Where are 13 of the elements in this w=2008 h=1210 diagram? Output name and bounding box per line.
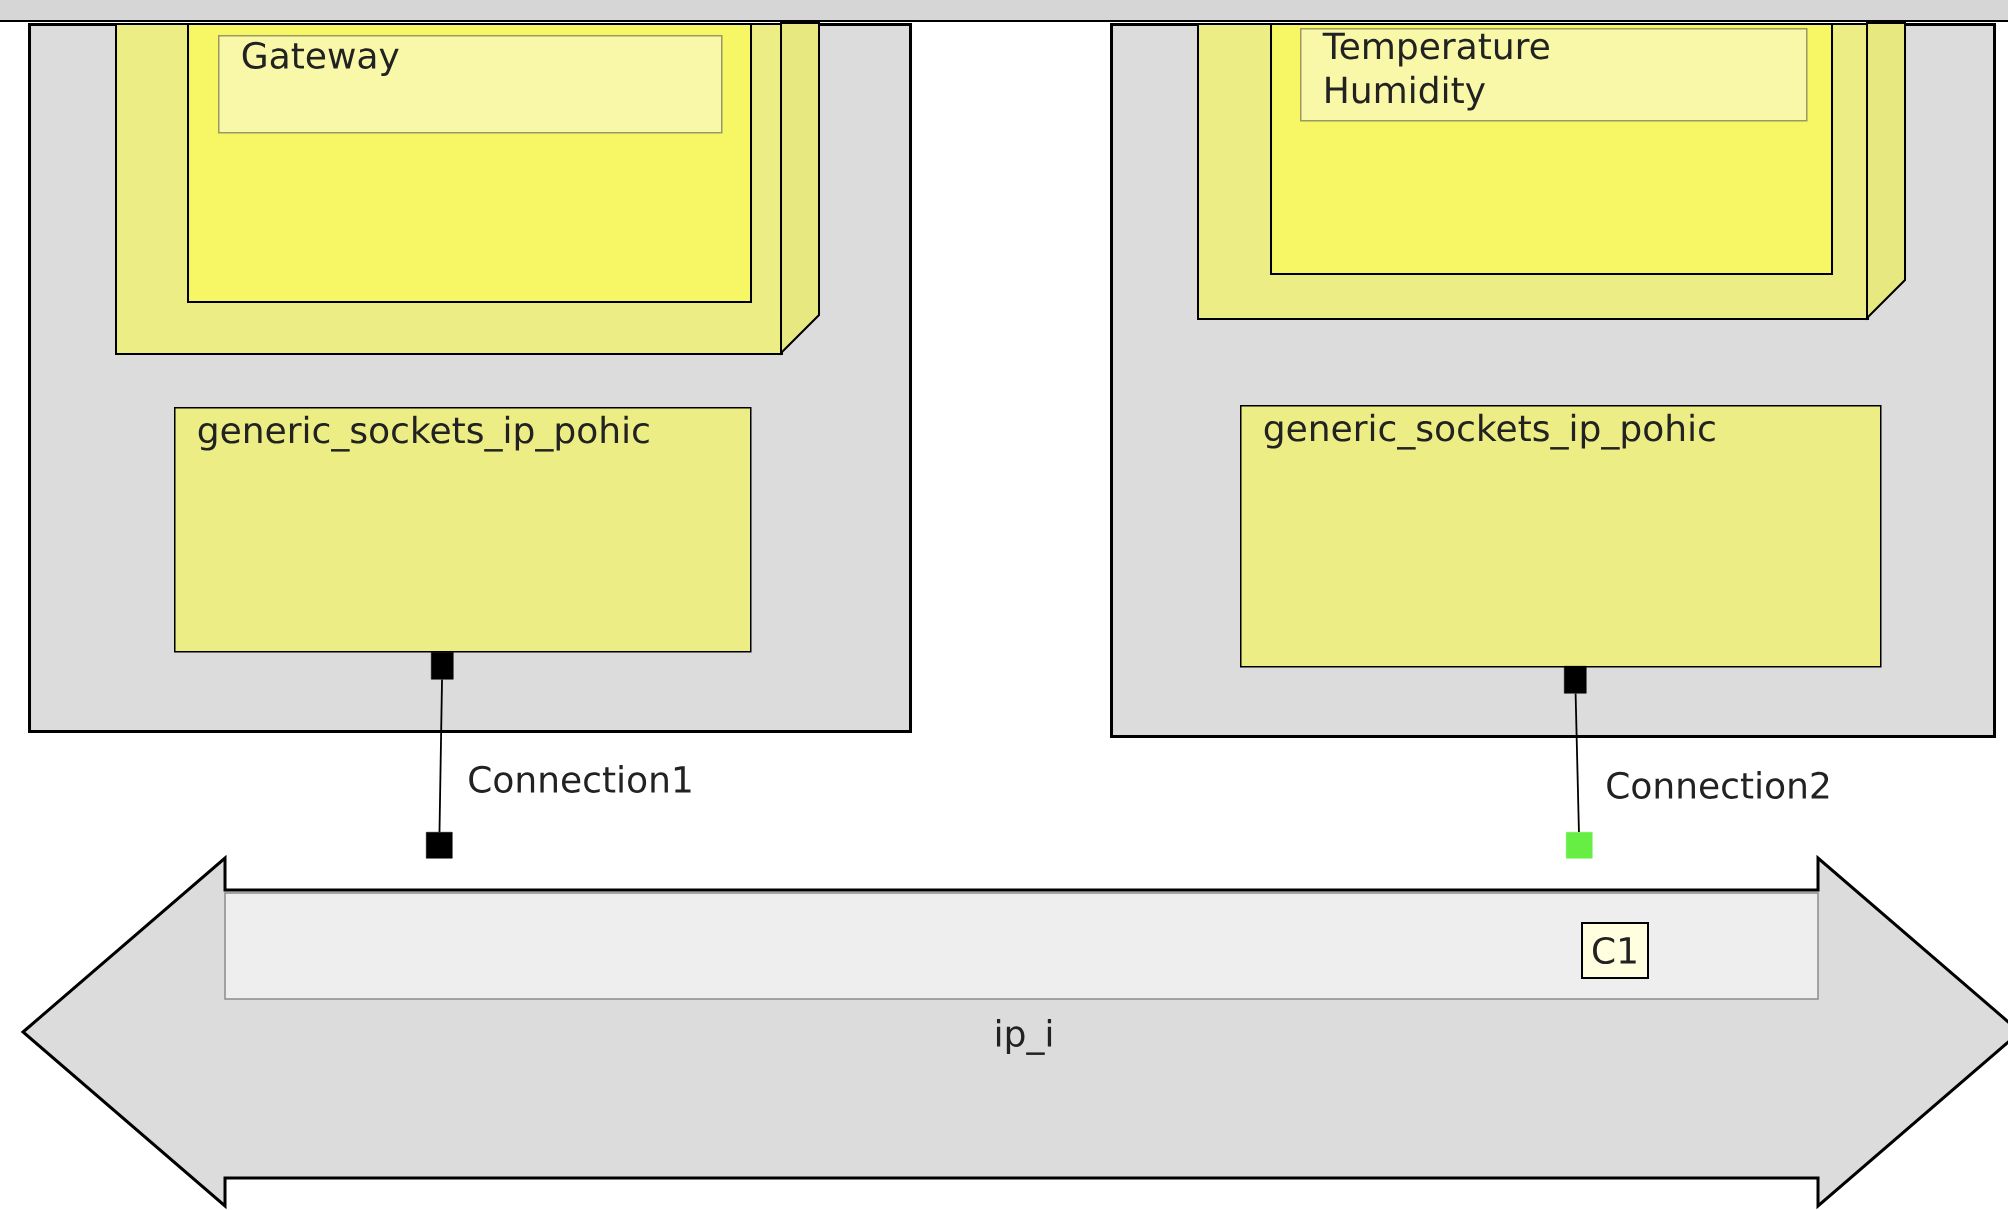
text-box: Gateway: [218, 35, 723, 134]
component-box: generic_sockets_ip_pohic: [174, 407, 752, 653]
edge-label: Connection1: [469, 765, 691, 793]
port-square: [1564, 666, 1587, 694]
text-box: Temperature Humidity: [1300, 28, 1808, 122]
port-square: [431, 652, 454, 680]
port-square: [1566, 832, 1593, 859]
connector-line: [438, 678, 443, 833]
tag-box: C1: [1581, 922, 1649, 979]
connector-line: [1574, 692, 1580, 833]
port-square: [426, 832, 453, 859]
edge-label: Connection2: [1607, 771, 1829, 799]
component-box: generic_sockets_ip_pohic: [1240, 405, 1882, 668]
